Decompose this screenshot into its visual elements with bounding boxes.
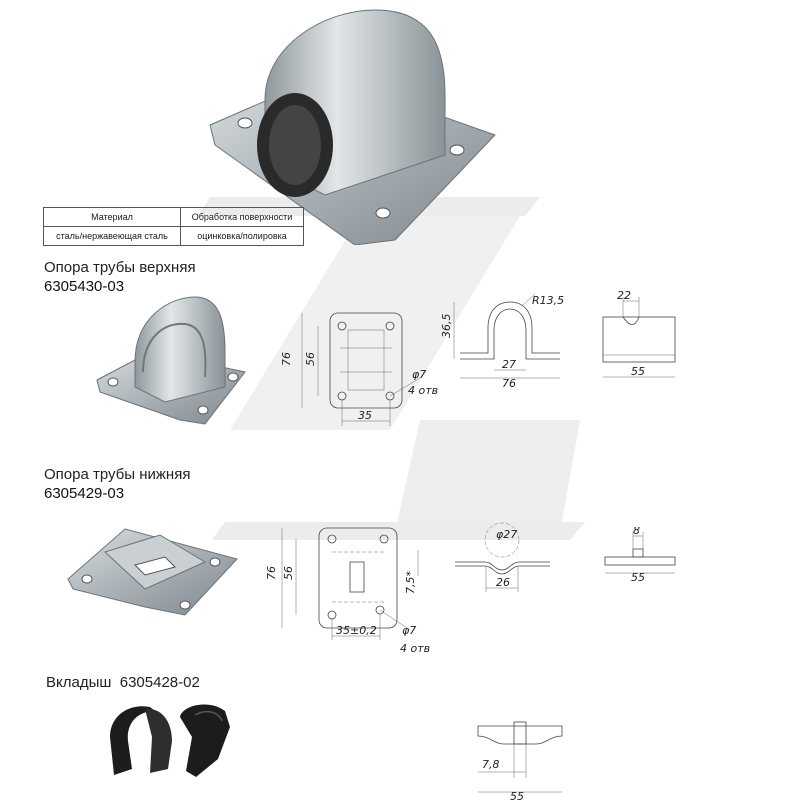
insert-wall-label: 7,8 (482, 758, 500, 771)
lower-plan-height-label: 76 (265, 566, 278, 580)
insert-drawing: 7,8 55 (477, 721, 563, 803)
upper-front-radius-label: R13,5 (532, 294, 564, 307)
upper-support-hero-image (209, 9, 496, 245)
lower-plan-hole-count-label: 4 отв (400, 642, 430, 655)
lower-support-plan-drawing: 76 56 35±0,2 φ7 4 отв (265, 527, 430, 655)
lower-support-3d-image (67, 528, 238, 616)
upper-plan-hole-count-label: 4 отв (408, 384, 438, 397)
upper-support-title: Опора трубы верхняя (44, 259, 196, 276)
lower-support-code: 6305429-03 (44, 485, 125, 502)
upper-front-arch-height-label: 36,5 (440, 314, 453, 339)
upper-side-depth-label: 55 (631, 365, 645, 378)
lower-front-diameter-label: φ27 (496, 528, 517, 541)
upper-support-code: 6305430-03 (44, 278, 125, 295)
material-header: Материал (43, 207, 181, 227)
surface-header: Обработка поверхности (180, 207, 304, 227)
lower-support-front-drawing: φ27 7,5* 26 (404, 522, 550, 594)
upper-support-plan-drawing: 76 56 35 φ7 4 отв (280, 312, 438, 426)
upper-plan-hole-spacing-h-label: 35 (358, 409, 372, 422)
upper-plan-height-label: 76 (280, 352, 293, 366)
insert-3d-image (110, 704, 230, 777)
surface-value: оцинковка/полировка (180, 226, 304, 246)
lower-side-slot-width-label: 8 (633, 527, 640, 537)
lower-plan-hole-dia-label: φ7 (402, 624, 416, 637)
lower-support-title: Опора трубы нижняя (44, 466, 191, 483)
insert-name: Вкладыш (46, 674, 112, 691)
upper-front-base-length-label: 76 (502, 377, 516, 388)
insert-code: 6305428-02 (119, 674, 200, 691)
lower-side-depth-label: 55 (631, 571, 645, 584)
insert-length-label: 55 (510, 790, 524, 803)
lower-support-side-drawing: 8 55 (604, 527, 676, 584)
material-table: Материал Обработка поверхности сталь/нер… (43, 207, 304, 246)
upper-side-top-width-label: 22 (617, 289, 631, 302)
lower-plan-hole-spacing-h-label: 35±0,2 (336, 624, 377, 637)
upper-support-3d-image (96, 296, 246, 425)
upper-front-inner-width-label: 27 (502, 358, 516, 371)
lower-front-channel-width-label: 26 (496, 576, 510, 589)
lower-front-drop-label: 7,5* (404, 571, 417, 594)
material-value: сталь/нержавеющая сталь (43, 226, 181, 246)
upper-plan-hole-dia-label: φ7 (412, 368, 426, 381)
insert-title: Вкладыш 6305428-02 (46, 674, 200, 691)
upper-support-side-drawing: 22 55 (602, 289, 676, 378)
upper-support-front-drawing: R13,5 36,5 27 76 (440, 293, 564, 388)
upper-plan-hole-spacing-v-label: 56 (304, 352, 317, 366)
lower-plan-hole-spacing-v-label: 56 (282, 566, 295, 580)
